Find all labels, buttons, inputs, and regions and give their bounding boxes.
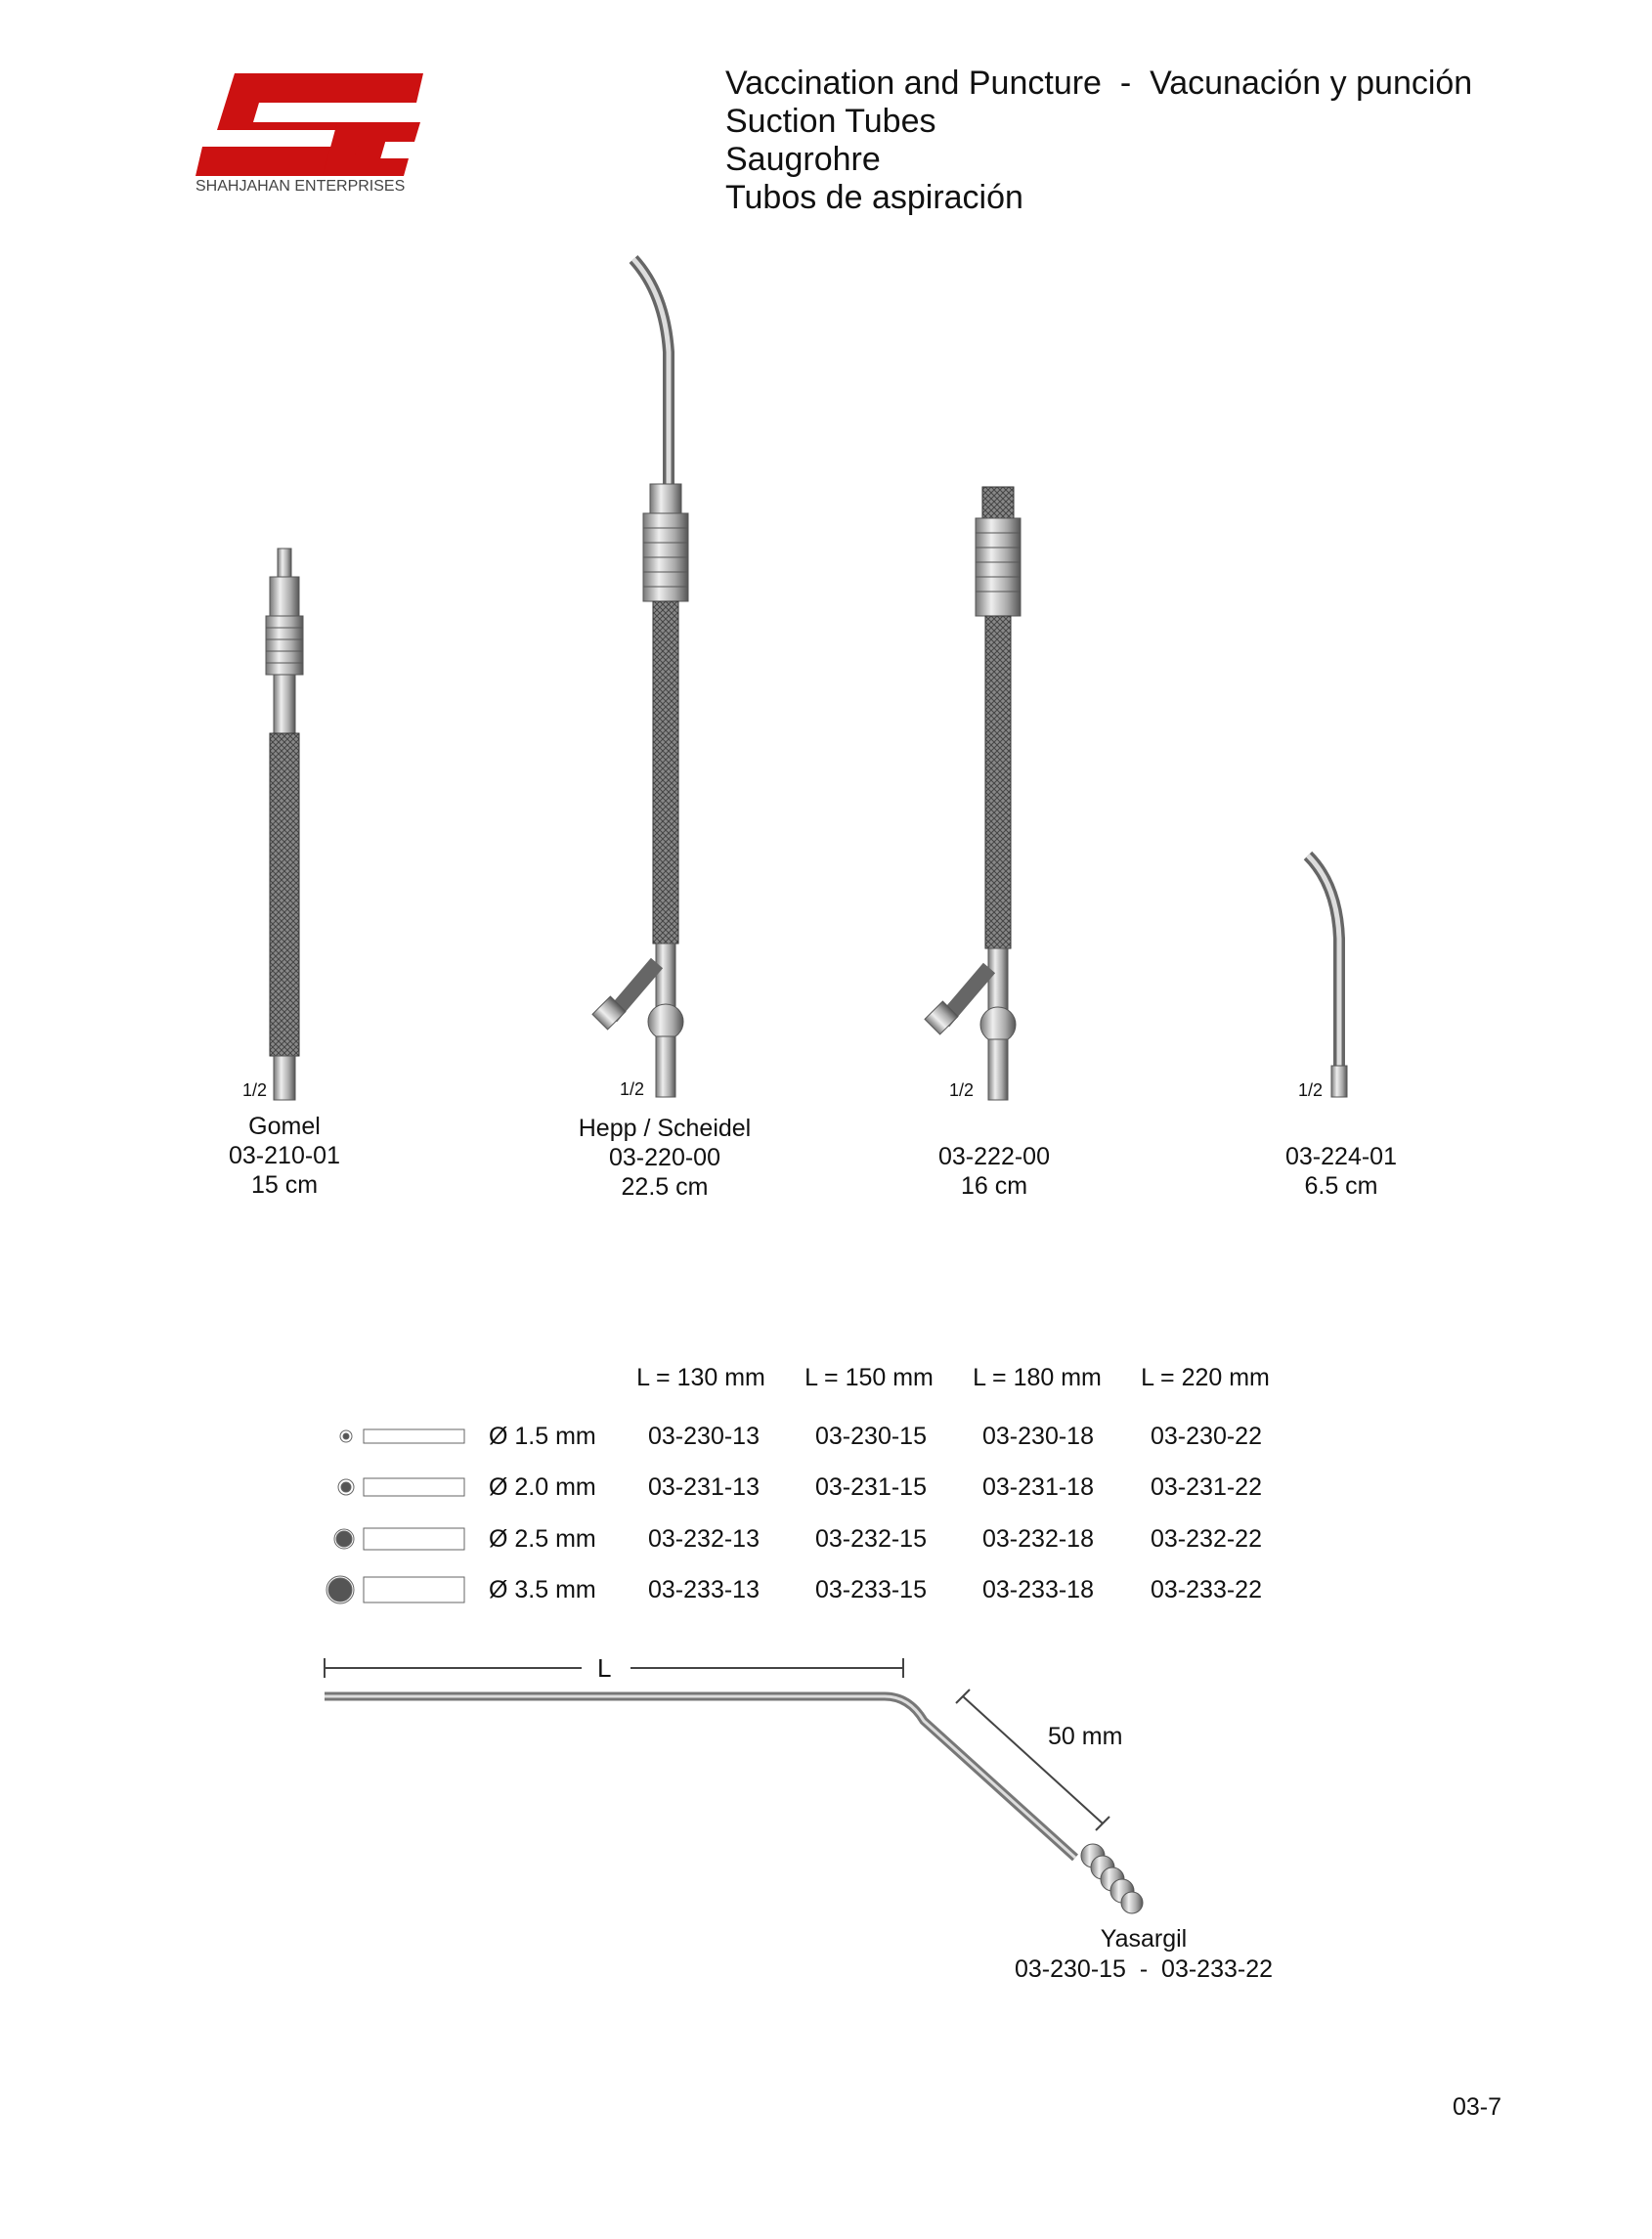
product-code: 03-222-00	[938, 1143, 1050, 1170]
subtitle-de: Saugrohre	[725, 141, 881, 178]
table-cell: 03-230-22	[1151, 1423, 1262, 1450]
suction-tube-03-224-01	[1303, 851, 1348, 1098]
product-hepp-scheidel: Hepp / Scheidel 03-220-00 22.5 cm	[518, 1114, 811, 1202]
company-logo	[196, 73, 423, 176]
table-cell: 03-231-13	[648, 1473, 760, 1501]
table-cell: 03-232-22	[1151, 1525, 1262, 1553]
column-header: L = 180 mm	[973, 1364, 1102, 1391]
scale-label: 1/2	[620, 1079, 645, 1099]
diameter-icons	[326, 1428, 465, 1604]
yasargil-name: Yasargil	[1100, 1925, 1188, 1953]
product-name: Gomel	[248, 1113, 321, 1140]
length-dimension-label: L	[597, 1653, 612, 1683]
product-length: 15 cm	[250, 1171, 319, 1199]
yasargil-codes: 03-230-15 - 03-233-22	[1014, 1955, 1274, 1983]
scale-label: 1/2	[242, 1080, 268, 1100]
table-cell: 03-231-15	[815, 1473, 927, 1501]
scale-label: 1/2	[949, 1080, 975, 1100]
product-code: 03-224-01	[1285, 1143, 1397, 1170]
table-cell: 03-233-22	[1151, 1576, 1262, 1603]
row-diameter: Ø 2.5 mm	[489, 1525, 596, 1553]
column-header: L = 130 mm	[636, 1364, 765, 1391]
page-title: Vaccination and Puncture - Vacunación y …	[725, 65, 1473, 102]
product-03-224-01: 03-224-01 6.5 cm	[1195, 1142, 1488, 1201]
product-length: 6.5 cm	[1304, 1172, 1378, 1200]
subtitle-es: Tubos de aspiración	[725, 179, 1023, 216]
table-cell: 03-232-18	[982, 1525, 1094, 1553]
product-03-222-00: 03-222-00 16 cm	[848, 1142, 1141, 1201]
subtitle-en: Suction Tubes	[725, 103, 936, 140]
product-name: Hepp / Scheidel	[578, 1115, 752, 1142]
table-cell: 03-233-13	[648, 1576, 760, 1603]
column-header: L = 220 mm	[1141, 1364, 1270, 1391]
product-code: 03-220-00	[609, 1144, 720, 1171]
product-length: 22.5 cm	[621, 1173, 709, 1201]
table-cell: 03-230-18	[982, 1423, 1094, 1450]
row-diameter: Ø 3.5 mm	[489, 1576, 596, 1603]
row-diameter: Ø 2.0 mm	[489, 1473, 596, 1501]
product-length: 16 cm	[960, 1172, 1028, 1200]
gomel-instrument	[265, 548, 304, 1101]
tip-dimension-label: 50 mm	[1048, 1723, 1123, 1750]
table-cell: 03-231-18	[982, 1473, 1094, 1501]
hepp-scheidel-instrument	[591, 254, 689, 1098]
table-cell: 03-233-15	[815, 1576, 927, 1603]
table-cell: 03-231-22	[1151, 1473, 1262, 1501]
table-cell: 03-232-13	[648, 1525, 760, 1553]
suction-tube-03-222-00	[924, 486, 1022, 1101]
row-diameter: Ø 1.5 mm	[489, 1423, 596, 1450]
table-cell: 03-232-15	[815, 1525, 927, 1553]
company-name: SHAHJAHAN ENTERPRISES	[196, 178, 406, 195]
page-number: 03-7	[1453, 2093, 1502, 2121]
product-code: 03-210-01	[229, 1142, 340, 1169]
yasargil-drawing	[324, 1658, 1144, 1914]
column-header: L = 150 mm	[804, 1364, 934, 1391]
scale-label: 1/2	[1298, 1080, 1324, 1100]
table-cell: 03-230-15	[815, 1423, 927, 1450]
table-cell: 03-233-18	[982, 1576, 1094, 1603]
product-gomel: Gomel 03-210-01 15 cm	[138, 1112, 431, 1200]
table-cell: 03-230-13	[648, 1423, 760, 1450]
